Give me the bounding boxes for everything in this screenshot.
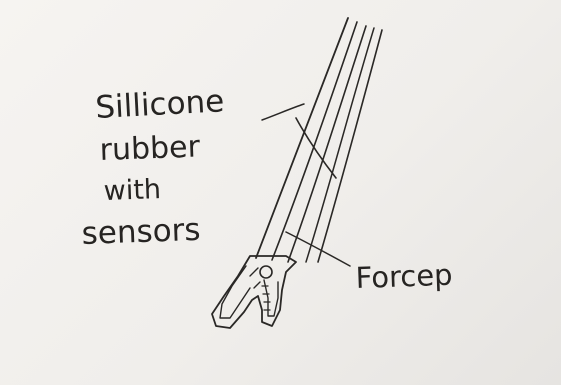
forcep-jaw <box>212 256 296 328</box>
silicone-sleeve-boundary <box>296 118 336 178</box>
jaw-hinge-marks <box>250 268 260 288</box>
jaw-outline <box>212 256 296 328</box>
label-silicone-line-4: sensors <box>81 212 201 252</box>
silicone-leader-line <box>262 104 304 120</box>
shaft-stroke-4 <box>306 28 374 262</box>
forcep-shaft <box>256 18 382 262</box>
label-silicone-line-1: Sillicone <box>95 83 226 126</box>
label-forcep: Forcep <box>355 258 453 295</box>
label-silicone-line-3: with <box>103 174 161 207</box>
label-silicone-line-2: rubber <box>99 129 201 167</box>
shaft-stroke-2 <box>272 22 357 260</box>
jaw-pivot <box>260 266 272 278</box>
